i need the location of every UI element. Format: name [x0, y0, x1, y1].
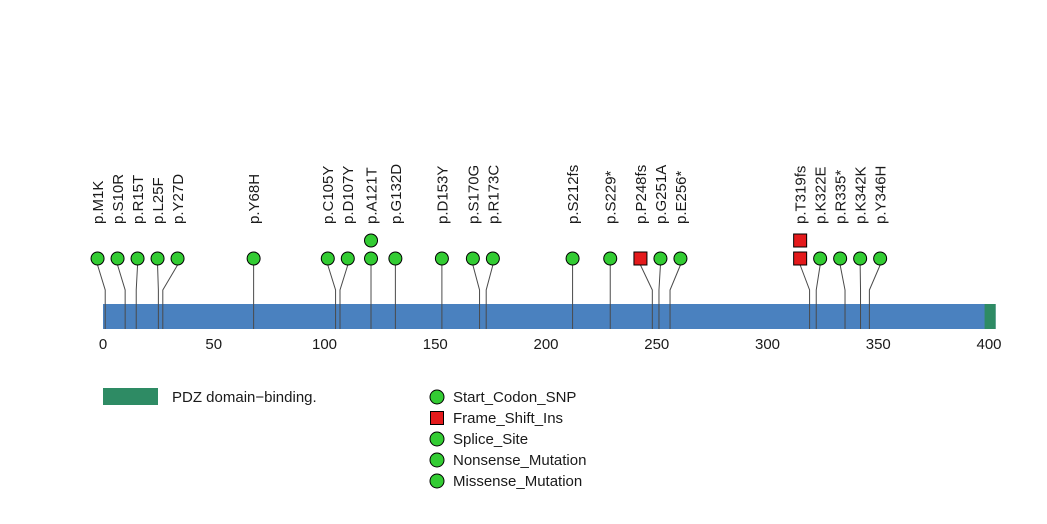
lollipop-stem [485, 264, 494, 329]
mutation-marker-circle [150, 251, 165, 266]
mutation-label: p.S10R [110, 174, 127, 224]
mutation-marker-circle [565, 251, 580, 266]
mutation-label: p.E256* [673, 170, 690, 224]
mutation-label: p.Y27D [170, 174, 187, 224]
mutation-label: p.K342K [853, 166, 870, 224]
legend-group: PDZ domain−binding. Start_Codon_SNP Frame_… [103, 388, 586, 490]
mutation-marker-circle [320, 251, 335, 266]
mutation-marker-circle [246, 251, 261, 266]
mutation-marker-circle [364, 233, 379, 248]
mutation-marker-circle [388, 251, 403, 266]
mutation-marker-circle [130, 251, 145, 266]
axis-tick-label: 300 [755, 336, 780, 353]
mutation-marker-circle [673, 251, 688, 266]
mutation-label: p.S170G [465, 165, 482, 224]
mutation-marker-square [793, 233, 808, 248]
mutation-marker-circle [465, 251, 480, 266]
mutation-marker-circle [653, 251, 668, 266]
markers-group [90, 233, 888, 266]
mutation-marker-square [793, 251, 808, 266]
lollipop-stem [327, 264, 337, 329]
mutation-label: p.Y346H [873, 166, 890, 224]
mutation-label: p.T319fs [793, 166, 810, 224]
lollipop-stem [815, 264, 821, 329]
mutation-marker-circle [603, 251, 618, 266]
mutation-marker-circle [340, 251, 355, 266]
mutation-marker-square [633, 251, 648, 266]
lollipop-stem [639, 264, 653, 329]
lollipop-stem [472, 264, 481, 329]
axis-tick-label: 150 [423, 336, 448, 353]
axis-tick-label: 250 [644, 336, 669, 353]
mutation-marker-circle [434, 251, 449, 266]
mutation-label: p.S212fs [565, 165, 582, 224]
axis-tick-label: 350 [866, 336, 891, 353]
x-axis-group: 0 50 100 150 200 250 300 350 400 [99, 336, 1002, 353]
mutation-label: p.R15T [130, 175, 147, 224]
legend-circle-marker [429, 431, 445, 447]
mutation-marker-circle [853, 251, 868, 266]
axis-tick-label: 400 [976, 336, 1001, 353]
mutation-label: p.R173C [485, 165, 502, 224]
mutation-marker-circle [170, 251, 185, 266]
lollipop-stem [162, 264, 178, 329]
mutation-label: p.D107Y [340, 166, 357, 224]
legend-circle-marker [429, 389, 445, 405]
mutation-label: p.P248fs [633, 165, 650, 224]
lollipop-stem [117, 264, 126, 329]
mutation-marker-circle [90, 251, 105, 266]
mutation-marker-circle [833, 251, 848, 266]
mutation-marker-circle [813, 251, 828, 266]
protein-bar-group [103, 304, 996, 329]
domain-segment [984, 304, 996, 329]
axis-tick-label: 100 [312, 336, 337, 353]
mutation-label: p.K322E [813, 166, 830, 224]
mutation-label: p.M1K [90, 181, 107, 224]
lollipop-stem [669, 264, 681, 329]
legend-item-label: Start_Codon_SNP [453, 389, 576, 406]
lollipop-stem [868, 264, 881, 329]
mutation-marker-circle [873, 251, 888, 266]
legend-item-label: Missense_Mutation [453, 473, 582, 490]
legend-item-label: Nonsense_Mutation [453, 452, 586, 469]
axis-tick-label: 200 [533, 336, 558, 353]
lollipop-stem [97, 264, 106, 329]
stems-group [97, 264, 881, 329]
legend-item-label: Frame_Shift_Ins [453, 410, 563, 427]
protein-bar [103, 304, 996, 329]
legend-domain-label: PDZ domain−binding. [172, 389, 317, 406]
legend-circle-marker [429, 452, 445, 468]
mutation-label: p.Y68H [246, 174, 263, 224]
mutation-label: p.D153Y [434, 166, 451, 224]
legend-circle-marker [429, 473, 445, 489]
axis-tick-label: 0 [99, 336, 107, 353]
mutation-label: p.R335* [833, 170, 850, 224]
mutation-label: p.C105Y [320, 166, 337, 224]
lollipop-stem [839, 264, 846, 329]
mutation-label: p.G251A [653, 165, 670, 224]
legend-square-marker [430, 411, 444, 425]
lollipop-stem [339, 264, 349, 329]
lollipop-stem [157, 264, 159, 329]
mutation-marker-circle [485, 251, 500, 266]
legend-domain-swatch [103, 388, 158, 405]
legend-item-label: Splice_Site [453, 431, 528, 448]
mutation-marker-circle [110, 251, 125, 266]
lollipop-stem [658, 264, 661, 329]
mutation-label: p.L25F [150, 177, 167, 224]
lollipop-stem [799, 264, 811, 329]
mutation-label: p.S229* [603, 170, 620, 224]
mutation-label: p.G132D [388, 164, 405, 224]
lollipop-stem [135, 264, 139, 329]
axis-tick-label: 50 [205, 336, 222, 353]
mutation-marker-circle [364, 251, 379, 266]
mutation-label: p.A121T [363, 167, 380, 224]
